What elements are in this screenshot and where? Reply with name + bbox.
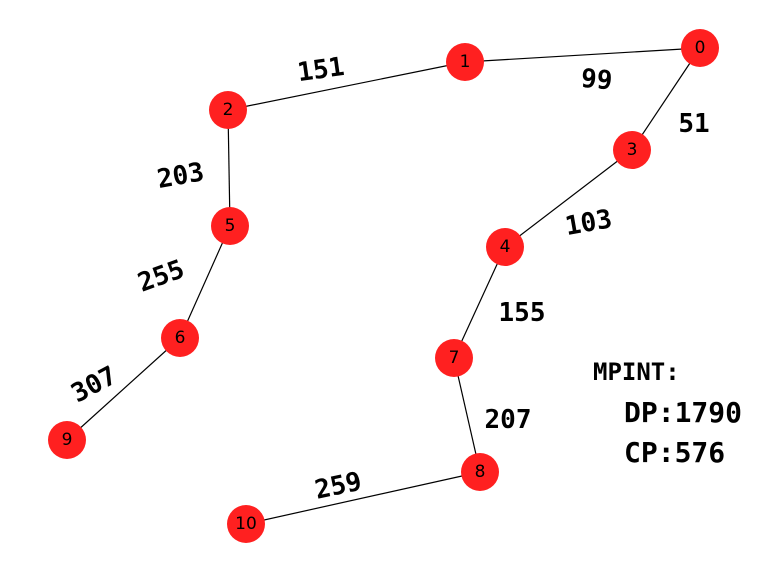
edge-4-7 [453,246,506,359]
notes-block: MPINT: DP:1790 CP:576 [593,358,742,469]
node-label: 8 [475,462,486,482]
node-label: 6 [175,328,186,348]
node-circle [227,505,265,543]
edges-layer [66,47,701,525]
node-label: 3 [627,140,638,160]
edge-8-10 [245,471,481,525]
node-label: 2 [223,100,234,120]
node-2: 2 [209,91,247,129]
node-circle [211,207,249,245]
node-6: 6 [161,319,199,357]
node-label: 0 [695,38,706,58]
edge-weight-1-2: 151 [296,52,347,88]
edge-weight-0-3: 51 [678,109,709,139]
edge-1-2 [227,61,466,111]
edge-2-5 [227,109,231,227]
edge-weight-5-6: 255 [134,254,188,298]
node-circle [461,453,499,491]
edge-6-9 [66,337,181,441]
node-10: 10 [227,505,265,543]
edge-weight-3-4: 103 [563,204,614,242]
edge-weight-7-8: 207 [485,405,532,435]
node-7: 7 [435,339,473,377]
edge-7-8 [453,357,481,473]
edge-0-3 [631,47,701,151]
node-circle [613,131,651,169]
edge-5-6 [179,225,231,339]
node-0: 0 [681,29,719,67]
node-label: 5 [225,216,236,236]
edge-3-4 [504,149,633,248]
notes-heading: MPINT: [593,358,680,386]
node-circle [48,421,86,459]
notes-line-dp: DP:1790 [624,396,742,429]
node-circle [209,91,247,129]
node-circle [435,339,473,377]
node-label: 4 [500,237,511,257]
edge-weight-0-1: 99 [580,64,614,97]
node-9: 9 [48,421,86,459]
node-circle [446,43,484,81]
node-1: 1 [446,43,484,81]
node-label: 10 [235,514,257,534]
edge-weight-6-9: 307 [66,361,122,410]
node-circle [486,228,524,266]
node-4: 4 [486,228,524,266]
edge-weight-4-7: 155 [499,298,546,328]
edge-0-1 [464,47,701,63]
node-circle [161,319,199,357]
node-circle [681,29,719,67]
node-3: 3 [613,131,651,169]
edge-weight-2-5: 203 [155,157,206,195]
nodes-layer: 0 1 2 3 4 5 6 7 8 9 10 [48,29,719,543]
node-8: 8 [461,453,499,491]
node-label: 1 [460,52,471,72]
notes-line-cp: CP:576 [624,436,725,469]
node-label: 7 [449,348,460,368]
node-label: 9 [62,430,73,450]
node-5: 5 [211,207,249,245]
